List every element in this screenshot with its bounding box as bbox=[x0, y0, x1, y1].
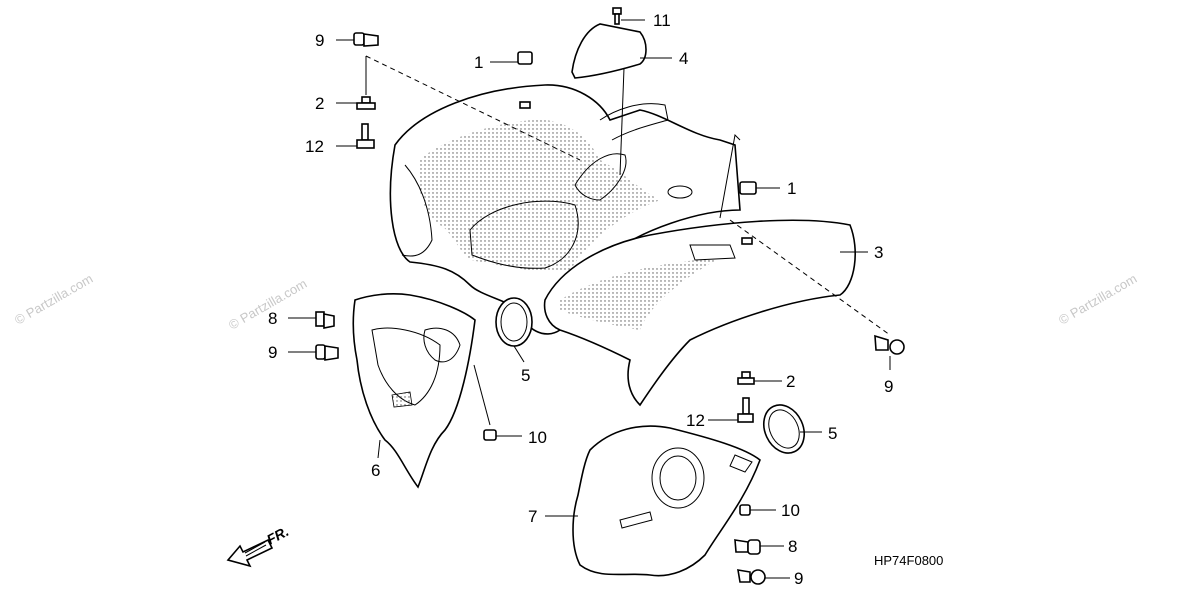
callout-2-right: 2 bbox=[786, 372, 795, 391]
bolt-12-right bbox=[737, 397, 754, 423]
clip-8-bottom bbox=[734, 539, 761, 555]
callout-9-right: 9 bbox=[884, 377, 893, 396]
callout-11: 11 bbox=[653, 11, 671, 30]
callout-1-right: 1 bbox=[787, 179, 796, 198]
diagram-code: HP74F0800 bbox=[874, 553, 943, 568]
callout-1-top: 1 bbox=[474, 53, 483, 72]
callout-10-left: 10 bbox=[528, 428, 547, 447]
clip-9-right bbox=[874, 334, 905, 355]
leader-lines bbox=[288, 19, 891, 579]
bolt-2-left bbox=[356, 96, 376, 110]
nut-1-top bbox=[517, 51, 533, 109]
callout-6: 6 bbox=[371, 461, 380, 480]
cover-lid bbox=[571, 23, 647, 79]
clip-9-bottom bbox=[737, 569, 766, 585]
bolt-2-right bbox=[737, 371, 755, 385]
callout-8-left: 8 bbox=[268, 309, 277, 328]
callout-7: 7 bbox=[528, 507, 537, 526]
callout-9-bottom: 9 bbox=[794, 569, 803, 588]
grommet-ring-right bbox=[762, 404, 806, 454]
right-inner-panel bbox=[572, 425, 761, 577]
rear-fender bbox=[543, 133, 856, 407]
bolt-10-left bbox=[483, 429, 497, 441]
callout-5-right: 5 bbox=[828, 424, 837, 443]
callout-12-left: 12 bbox=[305, 137, 324, 156]
callout-10-right: 10 bbox=[781, 501, 800, 520]
bolt-10-right bbox=[739, 504, 751, 516]
clip-9-midleft bbox=[315, 344, 339, 361]
front-direction-arrow bbox=[226, 538, 274, 568]
grommet-ring-mid bbox=[495, 297, 533, 347]
callout-12-right: 12 bbox=[686, 411, 705, 430]
callout-5-mid: 5 bbox=[521, 366, 530, 385]
left-inner-panel bbox=[352, 293, 476, 489]
callout-2-left: 2 bbox=[315, 94, 324, 113]
screw-11 bbox=[612, 7, 622, 25]
clip-9-topleft bbox=[353, 32, 379, 47]
watermark-right: © Partzilla.com bbox=[1056, 271, 1139, 328]
front-fender bbox=[389, 84, 741, 335]
bolt-12-left bbox=[356, 123, 375, 149]
callout-8-bottom: 8 bbox=[788, 537, 797, 556]
callout-3: 3 bbox=[874, 243, 883, 262]
callout-4: 4 bbox=[679, 49, 688, 68]
watermark-left: © Partzilla.com bbox=[12, 271, 95, 328]
callout-9-midleft: 9 bbox=[268, 343, 277, 362]
clip-8-left bbox=[315, 311, 335, 329]
callout-9-topleft: 9 bbox=[315, 31, 324, 50]
